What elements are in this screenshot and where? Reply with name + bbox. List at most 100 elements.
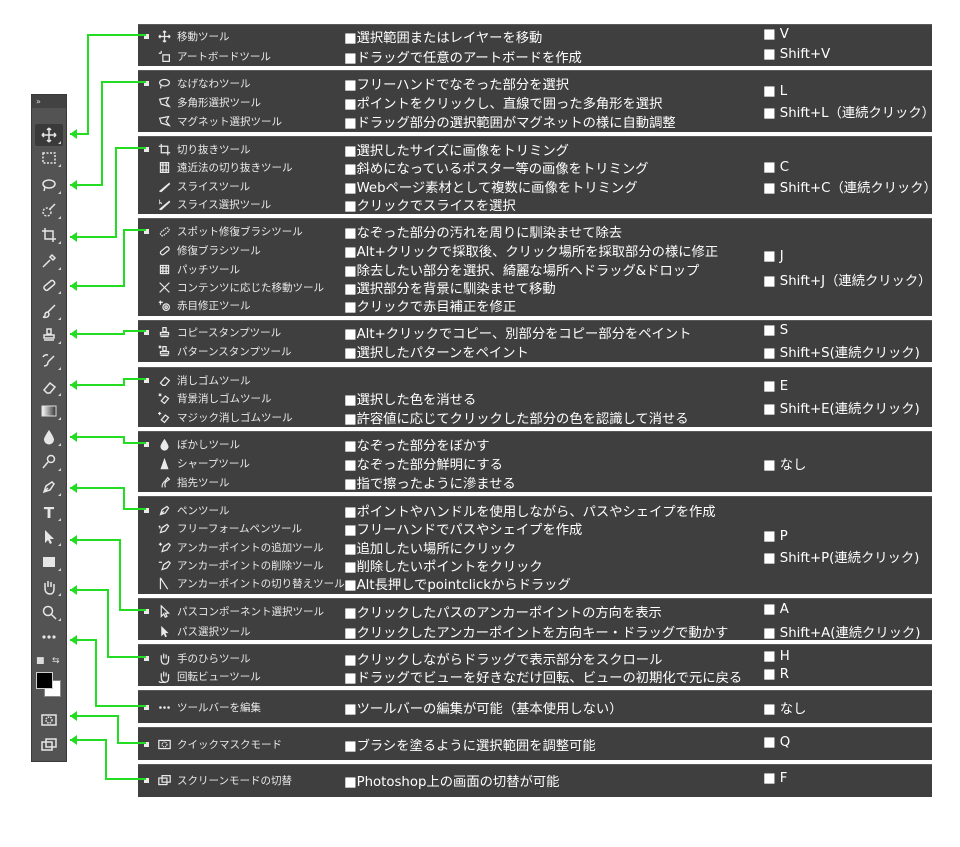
toolbar-shape-tool[interactable] — [35, 551, 63, 573]
active-tool-marker — [144, 508, 149, 513]
history-brush-icon — [41, 353, 57, 369]
smudge-icon — [155, 476, 173, 490]
shortcut-key: ■ Shift+P(連続クリック) — [763, 551, 920, 566]
tool-name-label: 消しゴムツール — [177, 375, 251, 387]
tool-name-label: アンカーポイントの切り替えツール — [177, 578, 345, 590]
tool-name-label: ツールバーを編集 — [177, 702, 261, 714]
toolbar-crop-tool[interactable] — [35, 224, 63, 246]
tool-name-row: パスコンポーネント選択ツール — [144, 604, 324, 619]
tool-name-row: 消しゴムツール — [144, 373, 251, 388]
spot-heal-icon — [155, 225, 173, 239]
drop-icon — [155, 438, 173, 452]
active-tool-marker — [144, 147, 149, 152]
heal-brush-icon — [155, 244, 173, 258]
toolbar-blur-tool[interactable] — [35, 426, 63, 448]
tool-name-row: アンカーポイントの削除ツール — [144, 558, 324, 573]
submenu-corner-icon — [58, 393, 61, 396]
toolbar-healing-tool[interactable] — [35, 274, 63, 296]
connector-line — [70, 34, 146, 135]
tool-name-label: 背景消しゴムツール — [177, 393, 272, 405]
toolbar-quick-select-tool[interactable] — [35, 199, 63, 221]
submenu-corner-icon — [58, 141, 61, 144]
tool-name-row: パス選択ツール — [144, 624, 251, 639]
shortcut-key: ■ Shift+V — [763, 47, 831, 62]
toolbar-history-brush-tool[interactable] — [35, 350, 63, 372]
tool-description: ■削除したいポイントをクリック — [344, 560, 543, 575]
tool-group-quickmask: クイックマスクモード■ブラシを塗るように選択範囲を調整可能■ Q — [138, 727, 932, 760]
toolbar-eyedropper-tool[interactable] — [35, 250, 63, 272]
toolbar-move-tool[interactable] — [35, 124, 63, 146]
shortcut-key: ■ H — [763, 649, 790, 664]
tool-name-label: マグネット選択ツール — [177, 116, 282, 128]
tool-name-label: 赤目修正ツール — [177, 300, 251, 312]
tool-name-row: アンカーポイントの切り替えツール — [144, 576, 345, 591]
default-colors-icon[interactable]: ■ — [36, 656, 45, 666]
tool-description: ■Photoshop上の画面の切替が可能 — [344, 775, 560, 790]
toolbar-zoom-tool[interactable] — [35, 601, 63, 623]
tool-name-label: パターンスタンプツール — [177, 346, 292, 358]
tool-name-row: ぼかしツール — [144, 437, 240, 452]
tool-description: ■フリーハンドでパスやシェイプを作成 — [344, 523, 583, 538]
toolbar-edit-toolbar-tool[interactable] — [35, 626, 63, 648]
submenu-corner-icon — [58, 191, 61, 194]
tool-name-label: 修復ブラシツール — [177, 245, 261, 257]
tool-name-row: パターンスタンプツール — [144, 344, 291, 359]
toolbar-dodge-tool[interactable] — [35, 451, 63, 473]
connector-arrow-icon — [70, 432, 77, 442]
toolbar-eraser-tool[interactable] — [35, 376, 63, 398]
tool-name-row: アートボードツール — [144, 49, 271, 64]
content-move-icon — [155, 281, 173, 295]
swap-colors-icon[interactable]: ⇆ — [52, 656, 60, 666]
tool-name-row: マグネット選択ツール — [144, 114, 282, 129]
dodge-icon — [41, 454, 57, 470]
tool-name-label: アートボードツール — [177, 51, 271, 63]
toolbar-brush-tool[interactable] — [35, 300, 63, 322]
drop-icon — [41, 429, 57, 445]
connector-arrow-icon — [70, 711, 77, 721]
tool-description: ■なぞった部分鮮明にする — [344, 458, 503, 473]
connector-line — [70, 487, 146, 510]
toolbar-lasso-tool[interactable] — [35, 174, 63, 196]
active-tool-marker — [144, 742, 149, 747]
toolbar-gradient-tool[interactable] — [35, 400, 63, 422]
foreground-color-swatch[interactable] — [36, 672, 53, 689]
tool-name-label: 回転ビューツール — [177, 671, 261, 683]
submenu-corner-icon — [58, 367, 61, 370]
hand-icon — [41, 579, 57, 595]
tool-name-label: シャープツール — [177, 458, 250, 470]
connector-arrow-icon — [70, 735, 77, 745]
tool-group-stamp: コピースタンプツール■Alt+クリックでコピー、別部分をコピー部分をペイント■ … — [138, 320, 932, 362]
toolbar-path-select-tool[interactable] — [35, 526, 63, 548]
tool-name-label: パッチツール — [177, 264, 240, 276]
connector-line — [70, 715, 146, 744]
shortcut-key: ■ A — [763, 602, 789, 617]
active-tool-marker — [144, 34, 149, 39]
toolbar-marquee-tool[interactable] — [35, 147, 63, 169]
shortcut-key: ■ Shift+L（連続クリック） — [763, 106, 935, 121]
more-icon — [155, 701, 173, 715]
tool-name-label: ペンツール — [177, 505, 230, 517]
connector-line — [70, 436, 146, 444]
connector-line — [70, 330, 146, 335]
toolbar-screen-mode-button[interactable] — [35, 734, 63, 756]
bandage-icon — [41, 277, 57, 293]
move-icon — [155, 30, 173, 44]
screen-mode-icon — [155, 774, 173, 788]
rectangle-icon — [41, 554, 57, 570]
toolbar-quick-mask-button[interactable] — [35, 709, 63, 731]
tool-name-label: 移動ツール — [177, 31, 230, 43]
tool-name-row: コンテンツに応じた移動ツール — [144, 280, 324, 295]
arrow-icon — [155, 625, 173, 639]
submenu-corner-icon — [58, 216, 61, 219]
shortcut-key: ■ Q — [763, 735, 791, 750]
tool-name-row: 修復ブラシツール — [144, 243, 261, 258]
tool-name-label: クイックマスクモード — [177, 739, 282, 751]
toolbar-collapse-handle[interactable]: » — [32, 95, 66, 108]
tool-description: ■斜めになっているポスター等の画像をトリミング — [344, 162, 649, 177]
toolbar-pen-tool[interactable] — [35, 476, 63, 498]
toolbar-type-tool[interactable]: T — [35, 501, 63, 523]
toolbar-stamp-tool[interactable] — [35, 324, 63, 346]
toolbar-hand-tool[interactable] — [35, 576, 63, 598]
arrow-hollow-icon — [155, 605, 173, 619]
